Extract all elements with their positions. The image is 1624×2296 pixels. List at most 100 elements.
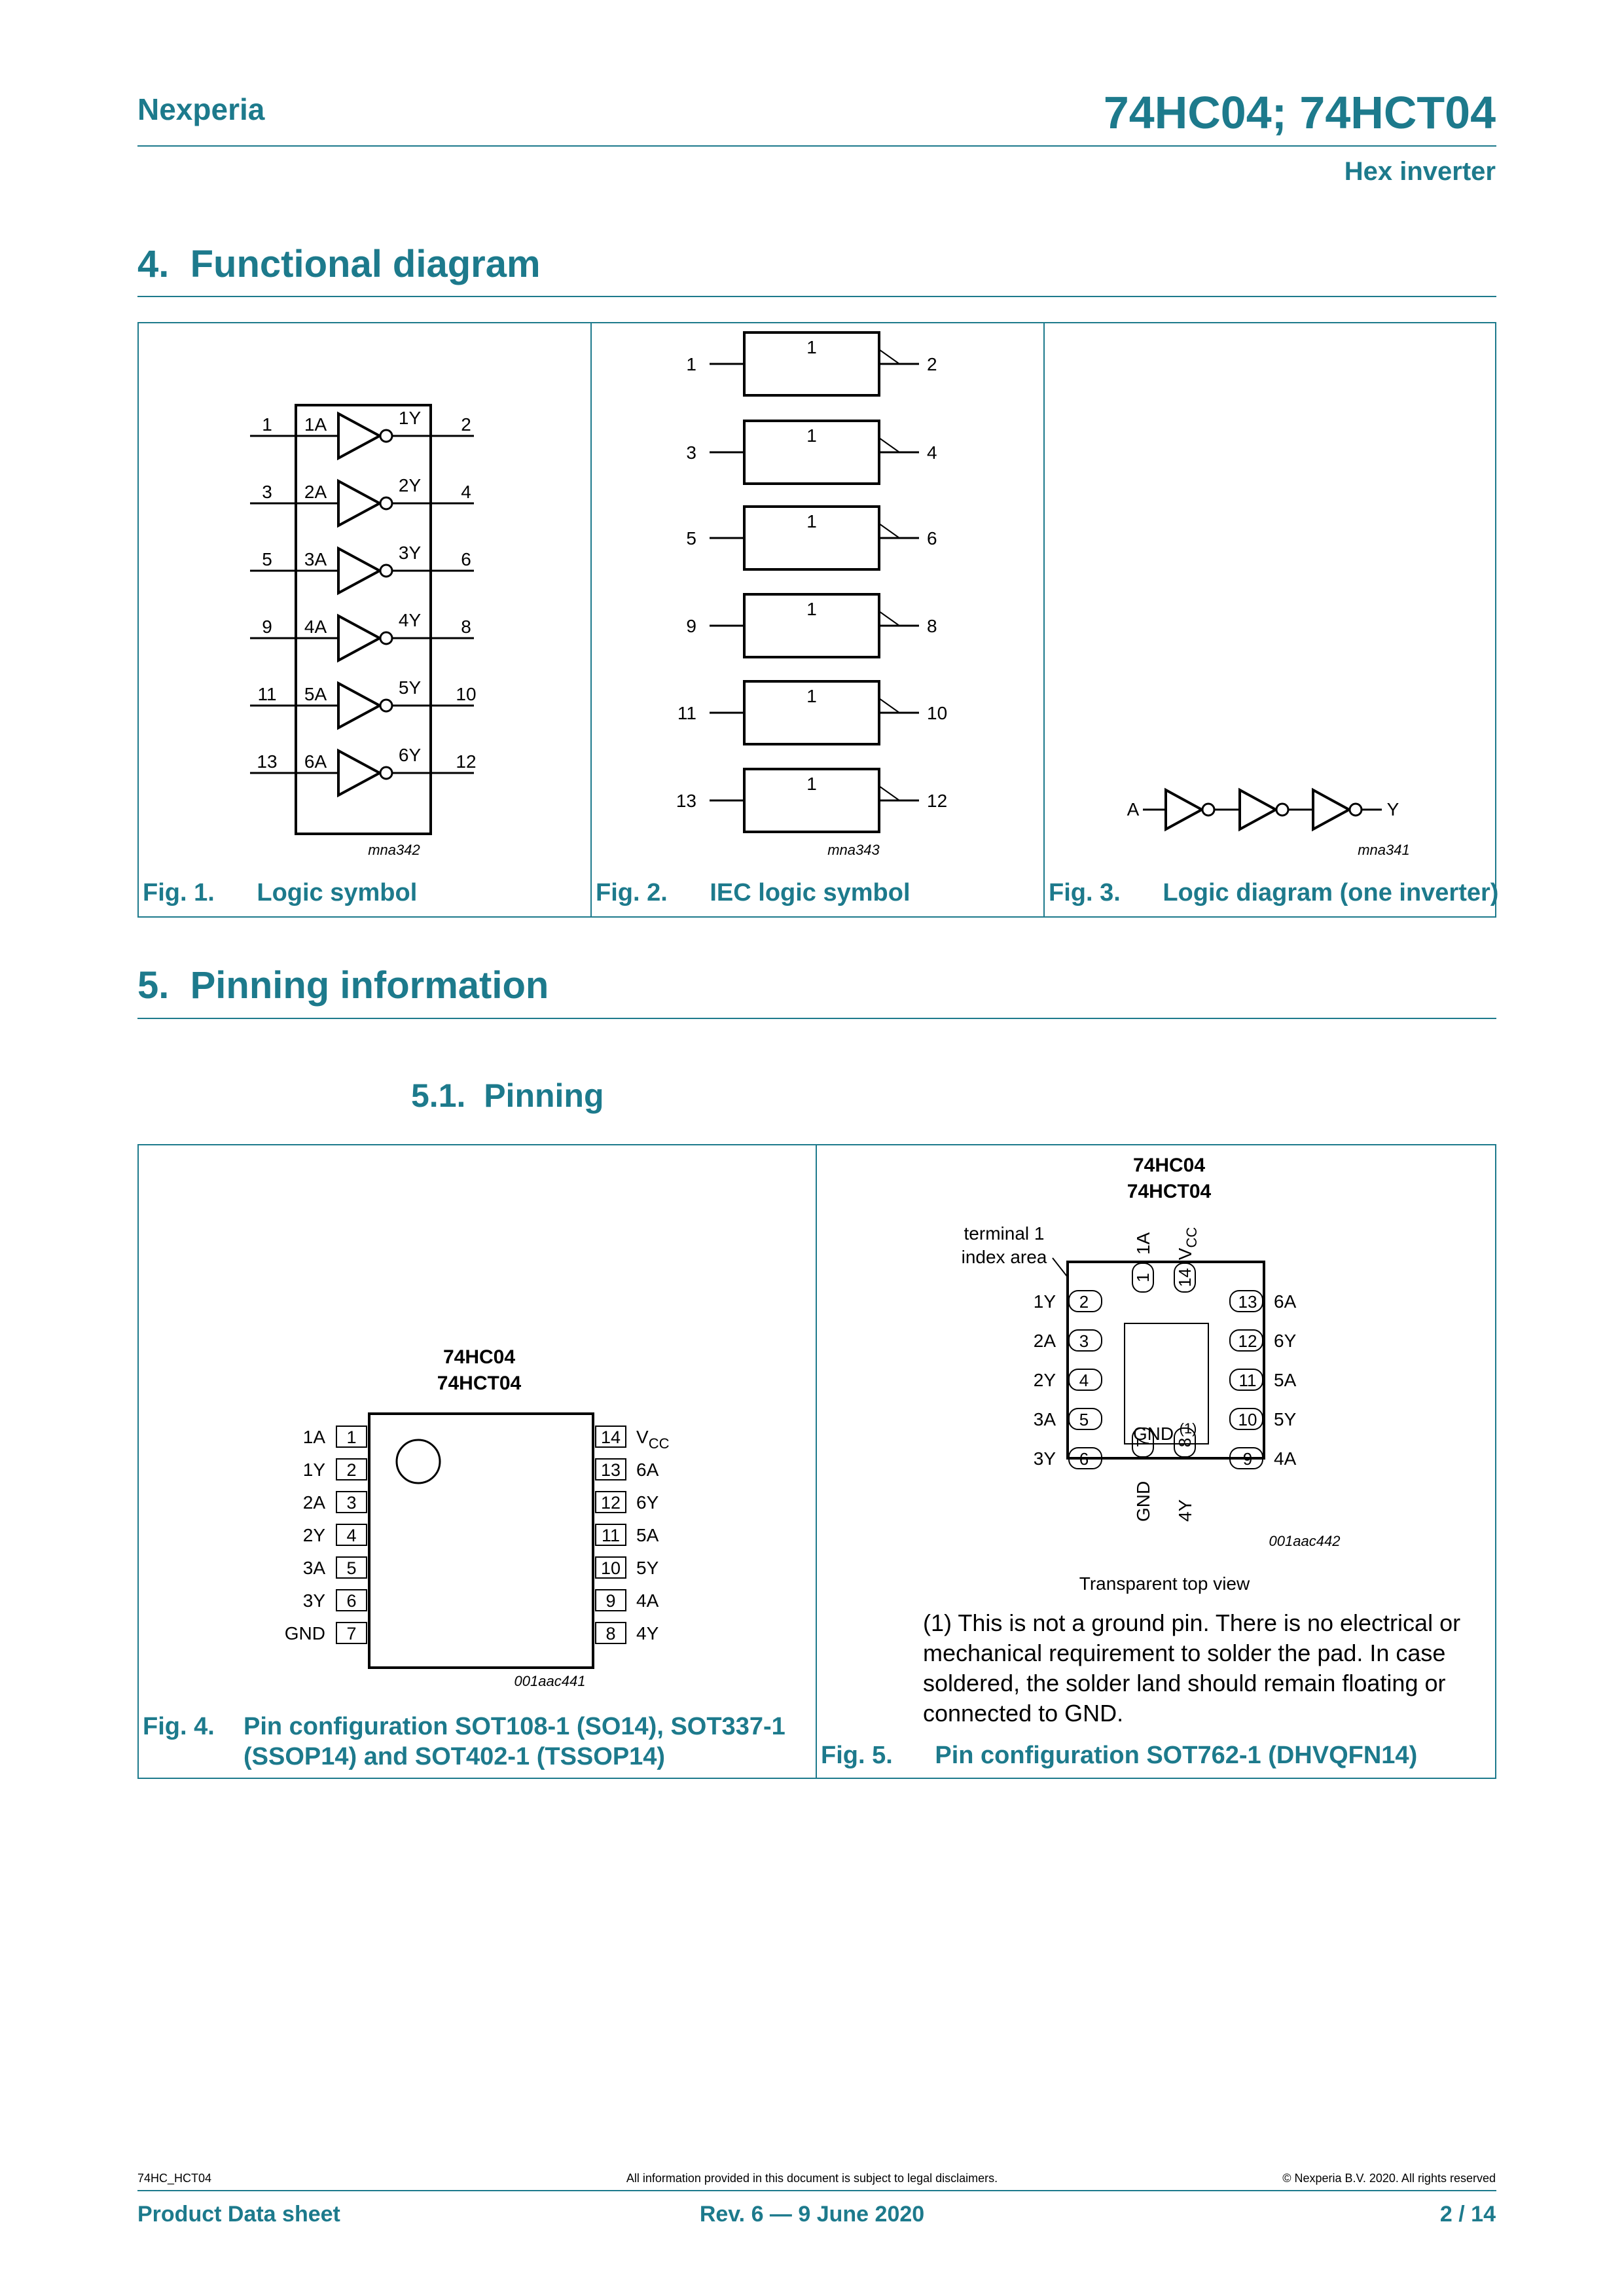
pin-number: 10	[601, 1558, 621, 1578]
negation-mark	[878, 349, 900, 365]
pin-box	[336, 1556, 367, 1579]
pin-name: 1A	[303, 1427, 326, 1447]
pin-pad	[1068, 1408, 1102, 1430]
pin-name: GND	[1133, 1481, 1153, 1522]
pin-name: 6Y	[1274, 1331, 1297, 1351]
pin-pad	[1174, 1427, 1196, 1458]
pin-name: 6A	[636, 1460, 659, 1480]
section-4-heading: 4. Functional diagram	[137, 242, 541, 286]
header-rule	[137, 145, 1496, 147]
pin-number: 9	[1243, 1449, 1252, 1469]
pin-number: 6	[346, 1591, 356, 1611]
caption-text: Pin configuration SOT762-1 (DHVQFN14)	[935, 1742, 1418, 1769]
pin-pad	[1174, 1263, 1196, 1293]
pin-name: VCC	[636, 1427, 670, 1452]
pin-name: 1A	[1133, 1232, 1153, 1255]
negation-mark	[878, 523, 900, 539]
section-number: 4.	[137, 243, 170, 285]
pin-number: 13	[1238, 1292, 1257, 1312]
pin-pad	[1132, 1427, 1154, 1458]
pin-number: 8	[927, 616, 937, 636]
negation-mark	[878, 437, 900, 453]
pin-number: 8	[1175, 1438, 1195, 1447]
output-label: 4Y	[399, 610, 422, 630]
pin-name: 2Y	[1034, 1370, 1056, 1390]
negation-mark	[878, 611, 900, 626]
part-number: 74HC04	[443, 1346, 515, 1368]
pin-box	[595, 1556, 626, 1579]
inverter-bubble	[379, 698, 393, 713]
pin-pad	[1132, 1263, 1154, 1293]
pin-number: 4	[346, 1526, 356, 1545]
pin-pad	[1229, 1447, 1263, 1469]
pin-number: 11	[602, 1526, 620, 1545]
section-title: Pinning	[484, 1077, 604, 1114]
pin-name: 3Y	[303, 1590, 326, 1611]
functional-diagram-frame	[137, 322, 1496, 918]
fig1-caption: Fig. 1. Logic symbol	[143, 879, 417, 907]
pin-name: GND	[285, 1623, 325, 1643]
footer-rule	[137, 2190, 1496, 2191]
part-number: 74HCT04	[437, 1372, 522, 1394]
negation-mark	[878, 698, 900, 713]
caption-text: Logic symbol	[257, 879, 418, 906]
pin-number: 14	[1175, 1268, 1195, 1287]
footer-doc-type: Product Data sheet	[137, 2202, 340, 2227]
input-label: 5A	[304, 684, 327, 704]
pin-name: 4A	[1274, 1448, 1297, 1469]
logic-diagram-one-inverter: A Y mna341	[1127, 787, 1410, 858]
pin-name: 5Y	[1274, 1409, 1297, 1429]
iec-box-label: 1	[806, 337, 817, 357]
input-label: 1A	[304, 414, 327, 435]
output-label: 6Y	[399, 745, 422, 765]
pin-name: 5A	[1274, 1370, 1297, 1390]
inverter-symbol	[337, 748, 383, 798]
inverter-symbol	[1238, 787, 1279, 832]
footer-disclaimer: All information provided in this documen…	[626, 2172, 998, 2185]
pin-number: 6	[461, 549, 471, 569]
pin-number: 12	[601, 1493, 621, 1513]
input-label: A	[1127, 799, 1140, 819]
iec-box-label: 1	[806, 774, 817, 794]
pin-name: 2Y	[303, 1525, 326, 1545]
pin-pad	[1068, 1329, 1102, 1352]
inverter-symbol	[337, 546, 383, 596]
pin-number: 11	[257, 684, 276, 704]
output-label: 5Y	[399, 677, 422, 698]
pin-number: 2	[461, 414, 471, 435]
iec-box-label: 1	[806, 599, 817, 619]
caption-number: Fig. 4.	[143, 1713, 215, 1740]
document-subtitle: Hex inverter	[1344, 157, 1496, 186]
section-number: 5.	[137, 964, 170, 1007]
pin-name: 3A	[303, 1558, 326, 1578]
caption-number: Fig. 2.	[596, 879, 668, 906]
fig2-caption: Fig. 2. IEC logic symbol	[596, 879, 911, 907]
terminal-label: index area	[962, 1247, 1047, 1267]
pin-name: 4Y	[636, 1623, 659, 1643]
brand-name: Nexperia	[137, 92, 265, 126]
pin-name: 4A	[636, 1590, 659, 1611]
pin-box	[595, 1491, 626, 1513]
caption-number: Fig. 1.	[143, 879, 215, 906]
inverter-symbol	[1312, 787, 1352, 832]
pin-box	[336, 1524, 367, 1546]
pin-number: 2	[1079, 1292, 1089, 1312]
pin-number: 1	[262, 414, 272, 435]
pin-number: 8	[461, 617, 471, 637]
pin-number: 8	[605, 1624, 615, 1643]
pin-number: 3	[1079, 1331, 1089, 1351]
footer-doc-id: 74HC_HCT04	[137, 2172, 212, 2185]
pin-number: 4	[461, 482, 471, 502]
caption-number: Fig. 3.	[1049, 879, 1121, 906]
section-title: Pinning information	[190, 964, 549, 1007]
pin-number: 7	[1133, 1438, 1153, 1447]
section-5-heading: 5. Pinning information	[137, 963, 549, 1007]
inverter-symbol	[337, 613, 383, 663]
fig3-caption: Fig. 3. Logic diagram (one inverter)	[1049, 879, 1498, 907]
pin-box	[336, 1622, 367, 1644]
pin-pad	[1229, 1369, 1263, 1391]
pin-number: 12	[1238, 1331, 1257, 1351]
pin-name: 2A	[303, 1492, 326, 1513]
output-label: 3Y	[399, 543, 422, 563]
